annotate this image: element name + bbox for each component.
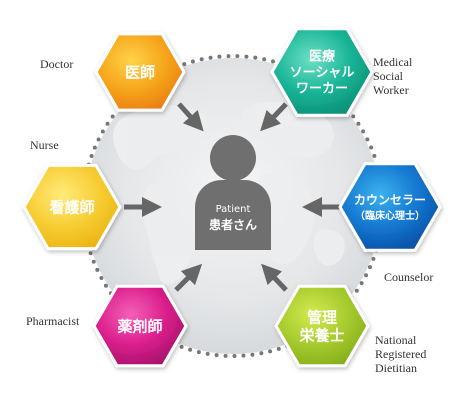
role-label-dietitian-0: 管理 (307, 308, 337, 326)
role-hexagon-counselor (338, 162, 442, 252)
arrow-pharmacist (174, 263, 203, 292)
role-hexagon-doctor (94, 32, 186, 112)
role-node-pharmacist: 薬剤師 (92, 284, 188, 368)
arrows (124, 102, 340, 292)
role-label-counselor-1: （臨床心理士） (355, 209, 425, 222)
role-hexagon-dietitian (274, 284, 370, 368)
role-label-nurse-0: 看護師 (49, 198, 94, 216)
role-hexagon-pharmacist (92, 284, 188, 368)
caption-doctor: Doctor (40, 57, 74, 71)
role-label-counselor-0: カウンセラー (354, 193, 426, 207)
role-label-doctor-0: 医師 (125, 63, 155, 81)
role-node-nurse: 看護師 (22, 163, 122, 251)
patient-figure (195, 135, 271, 250)
caption-pharmacist: Pharmacist (26, 314, 80, 328)
role-label-pharmacist-0: 薬剤師 (116, 317, 162, 335)
patient-label-ja: 患者さん (209, 217, 257, 232)
arrow-social-worker (260, 102, 288, 132)
patient-label-en: Patient (216, 204, 251, 215)
caption-counselor: Counselor (384, 270, 434, 284)
role-label-social-worker-1: ソーシャル (290, 66, 355, 81)
role-label-social-worker-0: 医療 (309, 49, 336, 65)
caption-dietitian: National Registered Dietitian (375, 333, 427, 375)
role-node-doctor: 医師 (94, 32, 186, 112)
role-label-social-worker-2: ワーカー (296, 82, 348, 97)
role-hexagon-social-worker (270, 27, 374, 117)
role-label-dietitian-1: 栄養士 (298, 326, 344, 344)
role-node-counselor: カウンセラー （臨床心理士） (338, 162, 442, 252)
caption-nurse: Nurse (30, 138, 59, 152)
arrow-dietitian (261, 263, 288, 292)
arrow-doctor (177, 102, 204, 132)
role-hexagon-nurse (22, 163, 122, 251)
caption-social-worker: Medical Social Worker (373, 55, 413, 97)
